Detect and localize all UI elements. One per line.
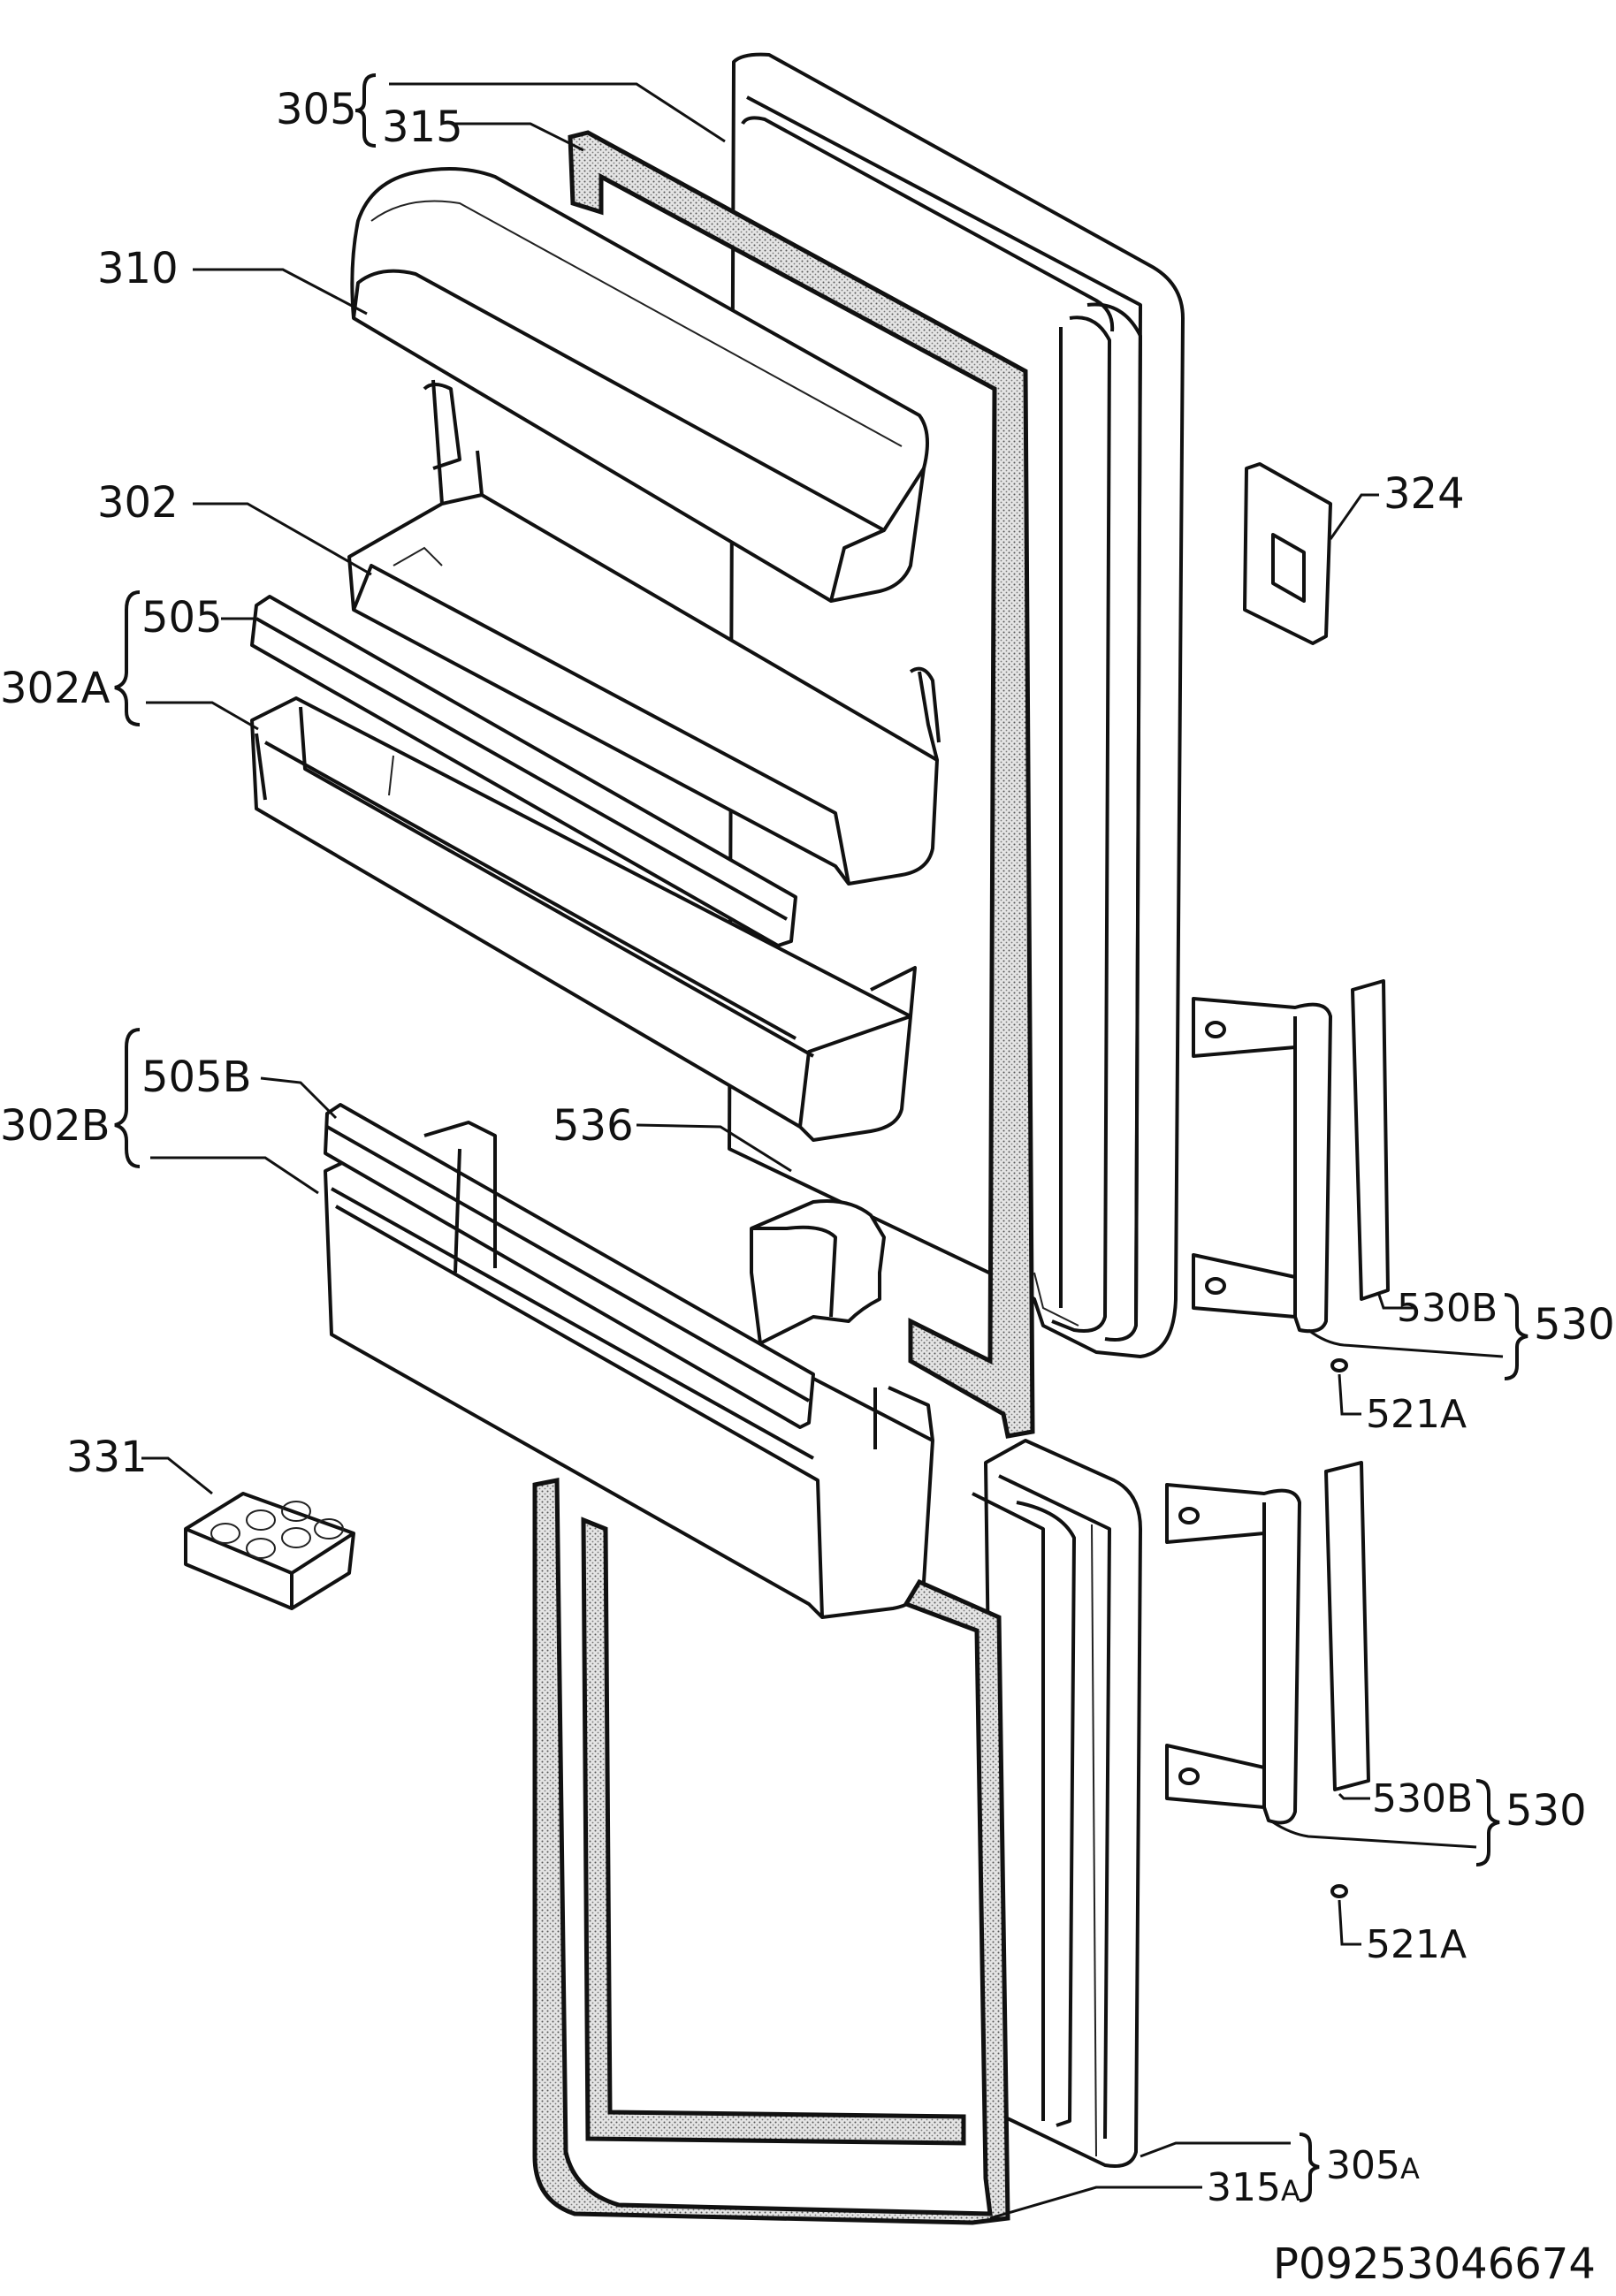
label-302: 302	[97, 478, 179, 528]
label-310: 310	[97, 244, 179, 293]
label-302b: 302B	[0, 1101, 111, 1151]
egg-tray-331	[184, 1492, 355, 1610]
label-505b: 505B	[141, 1053, 252, 1102]
label-305: 305	[276, 85, 357, 134]
label-324: 324	[1384, 469, 1465, 519]
label-530b-bottom: 530B	[1372, 1776, 1473, 1821]
label-305a: 305A	[1326, 2143, 1420, 2188]
drawing-number: P09253046674	[1273, 2239, 1596, 2289]
label-505: 505	[141, 593, 223, 642]
label-530-top: 530	[1534, 1300, 1615, 1349]
label-521a-bottom: 521A	[1366, 1922, 1467, 1967]
rating-label-324	[1243, 462, 1332, 645]
shelf-rail-505b	[324, 1103, 815, 1429]
label-530-bottom: 530	[1505, 1786, 1587, 1836]
lower-handle-assembly	[1165, 1461, 1370, 1898]
label-331: 331	[66, 1433, 148, 1482]
label-302a: 302A	[0, 664, 111, 713]
door-tray-302a	[250, 696, 917, 1142]
lower-door-panel	[972, 1439, 1142, 2168]
label-530b-top: 530B	[1397, 1286, 1498, 1331]
leader-lines	[141, 82, 1504, 2220]
upper-door-shelf	[347, 379, 941, 886]
label-315: 315	[382, 103, 463, 152]
bottle-shelf-cover	[350, 167, 929, 603]
label-521a-top: 521A	[1366, 1392, 1467, 1437]
upper-door-gasket	[568, 130, 1035, 1439]
label-536: 536	[553, 1101, 634, 1151]
label-315a: 315A	[1207, 2165, 1300, 2210]
bottle-divider-536	[750, 1199, 886, 1345]
grouping-braces	[114, 73, 1528, 2202]
shelf-rail-505	[250, 595, 797, 947]
door-tray-302b	[324, 1147, 934, 1619]
upper-handle-assembly	[1192, 979, 1390, 1372]
lower-door-gasket	[532, 1477, 1010, 2225]
